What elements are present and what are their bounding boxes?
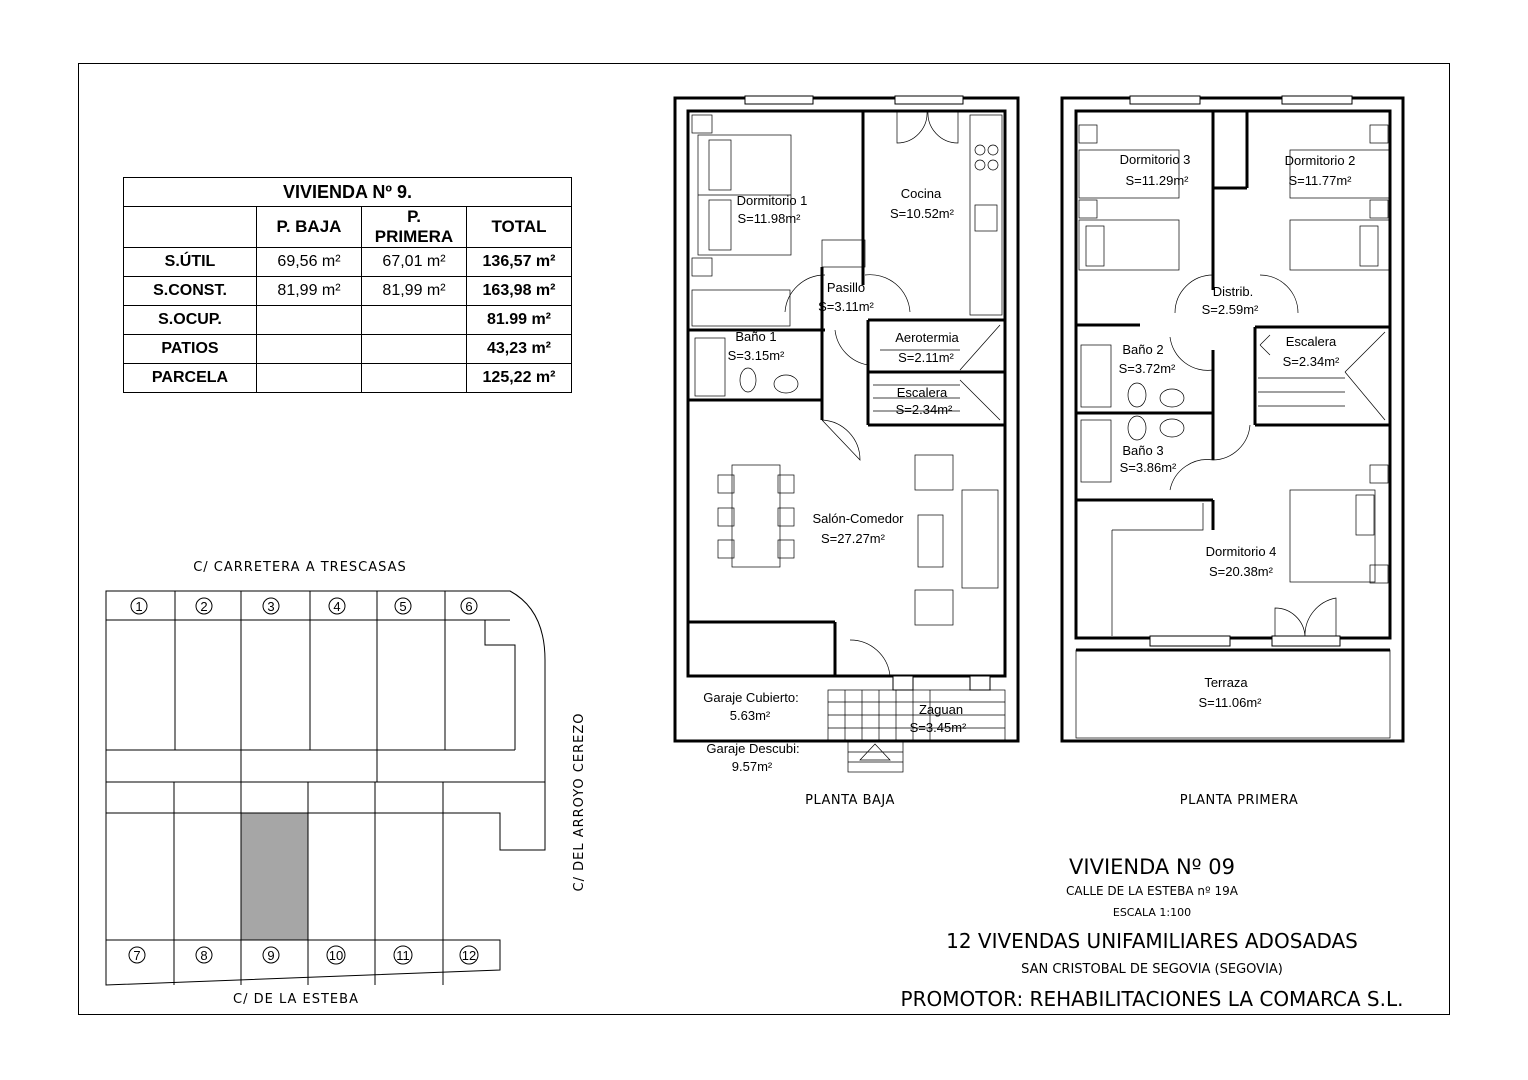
site-plan: C/ CARRETERA A TRESCASAS C/ DE LA ESTEBA… [105,560,587,1007]
svg-text:Baño 1: Baño 1 [735,329,776,344]
svg-text:5.63m²: 5.63m² [730,708,771,723]
svg-text:1: 1 [135,599,142,614]
street-top-label: C/ CARRETERA A TRESCASAS [193,560,407,575]
svg-text:Garaje Cubierto:: Garaje Cubierto: [703,690,798,705]
lot-number-bottom: 7 8 9 10 11 12 [128,945,479,965]
title-block: VIVIENDA Nº 09 CALLE DE LA ESTEBA nº 19A… [901,855,1404,1011]
svg-text:6: 6 [465,599,472,614]
drawing-frame [78,63,1450,1015]
planta-primera-plan: Dormitorio 3 S=11.29m² Dormitorio 2 S=11… [1060,95,1405,808]
svg-text:11: 11 [396,948,410,963]
svg-text:Terraza: Terraza [1204,675,1248,690]
svg-text:8: 8 [200,948,207,963]
svg-text:S=2.34m²: S=2.34m² [1283,354,1340,369]
project-title: 12 VIVENDAS UNIFAMILIARES ADOSADAS [946,929,1358,953]
svg-text:S=11.29m²: S=11.29m² [1126,173,1190,188]
table-row: PATIOS 43,23 m² [123,334,572,364]
header-empty [123,206,257,248]
promoter: PROMOTOR: REHABILITACIONES LA COMARCA S.… [901,987,1404,1011]
svg-text:S=11.06m²: S=11.06m² [1199,695,1263,710]
svg-text:10: 10 [329,948,343,963]
svg-text:Salón-Comedor: Salón-Comedor [812,511,904,526]
svg-text:9.57m²: 9.57m² [732,759,773,774]
svg-text:Escalera: Escalera [1286,334,1337,349]
header-p-primera: P. PRIMERA [361,206,467,248]
svg-text:S=20.38m²: S=20.38m² [1209,564,1274,579]
table-row: S.ÚTIL 69,56 m² 67,01 m² 136,57 m² [123,247,572,277]
svg-text:Cocina: Cocina [901,186,942,201]
planta-baja-caption: PLANTA BAJA [805,793,895,808]
planta-baja-plan: Dormitorio 1 S=11.98m² Cocina S=10.52m² … [673,95,1020,808]
svg-text:9: 9 [267,948,274,963]
street-bottom-label: C/ DE LA ESTEBA [233,992,359,1007]
room-labels-baja: Dormitorio 1 S=11.98m² Cocina S=10.52m² … [703,186,967,774]
svg-text:7: 7 [133,948,140,963]
svg-text:S=3.11m²: S=3.11m² [818,299,874,314]
area-summary-table: VIVIENDA Nº 9. P. BAJA P. PRIMERA TOTAL … [123,177,572,393]
svg-text:S=11.77m²: S=11.77m² [1289,173,1353,188]
highlighted-lot [240,812,309,941]
svg-text:S=2.11m²: S=2.11m² [898,350,954,365]
svg-text:2: 2 [200,599,207,614]
svg-text:Dormitorio 4: Dormitorio 4 [1206,544,1277,559]
svg-text:5: 5 [399,599,406,614]
svg-text:S=2.34m²: S=2.34m² [896,402,953,417]
vivienda-title: VIVIENDA Nº 09 [1069,855,1235,879]
address: CALLE DE LA ESTEBA nº 19A [1066,884,1239,898]
planta-primera-caption: PLANTA PRIMERA [1180,793,1299,808]
svg-text:S=3.86m²: S=3.86m² [1120,460,1177,475]
svg-text:3: 3 [267,599,274,614]
room-labels-primera: Dormitorio 3 S=11.29m² Dormitorio 2 S=11… [1119,152,1356,710]
svg-text:4: 4 [333,599,340,614]
svg-text:S=3.72m²: S=3.72m² [1119,361,1176,376]
svg-text:12: 12 [462,948,476,963]
svg-text:Dormitorio 3: Dormitorio 3 [1120,152,1191,167]
location: SAN CRISTOBAL DE SEGOVIA (SEGOVIA) [1021,962,1283,977]
lot-number-top: 1 2 3 4 5 6 [130,597,478,615]
svg-text:Pasillo: Pasillo [827,280,865,295]
svg-text:S=3.15m²: S=3.15m² [728,348,785,363]
svg-text:Aerotermia: Aerotermia [895,330,959,345]
svg-text:Distrib.: Distrib. [1213,284,1253,299]
scale: ESCALA 1:100 [1113,906,1191,919]
svg-text:Baño 3: Baño 3 [1122,443,1163,458]
svg-text:Garaje Descubi:: Garaje Descubi: [706,741,799,756]
svg-text:S=27.27m²: S=27.27m² [821,531,886,546]
street-right-label: C/ DEL ARROYO CEREZO [572,713,587,892]
svg-text:Baño 2: Baño 2 [1122,342,1163,357]
svg-text:Escalera: Escalera [897,385,948,400]
svg-text:S=3.45m²: S=3.45m² [910,720,967,735]
table-row: PARCELA 125,22 m² [123,363,572,393]
svg-text:S=10.52m²: S=10.52m² [890,206,955,221]
svg-text:S=11.98m²: S=11.98m² [738,211,802,226]
svg-text:Zaguan: Zaguan [919,702,963,717]
block-outline [105,590,546,986]
svg-text:Dormitorio 2: Dormitorio 2 [1285,153,1356,168]
table-row: S.CONST. 81,99 m² 81,99 m² 163,98 m² [123,276,572,306]
svg-text:S=2.59m²: S=2.59m² [1202,302,1259,317]
svg-text:Dormitorio 1: Dormitorio 1 [737,193,808,208]
